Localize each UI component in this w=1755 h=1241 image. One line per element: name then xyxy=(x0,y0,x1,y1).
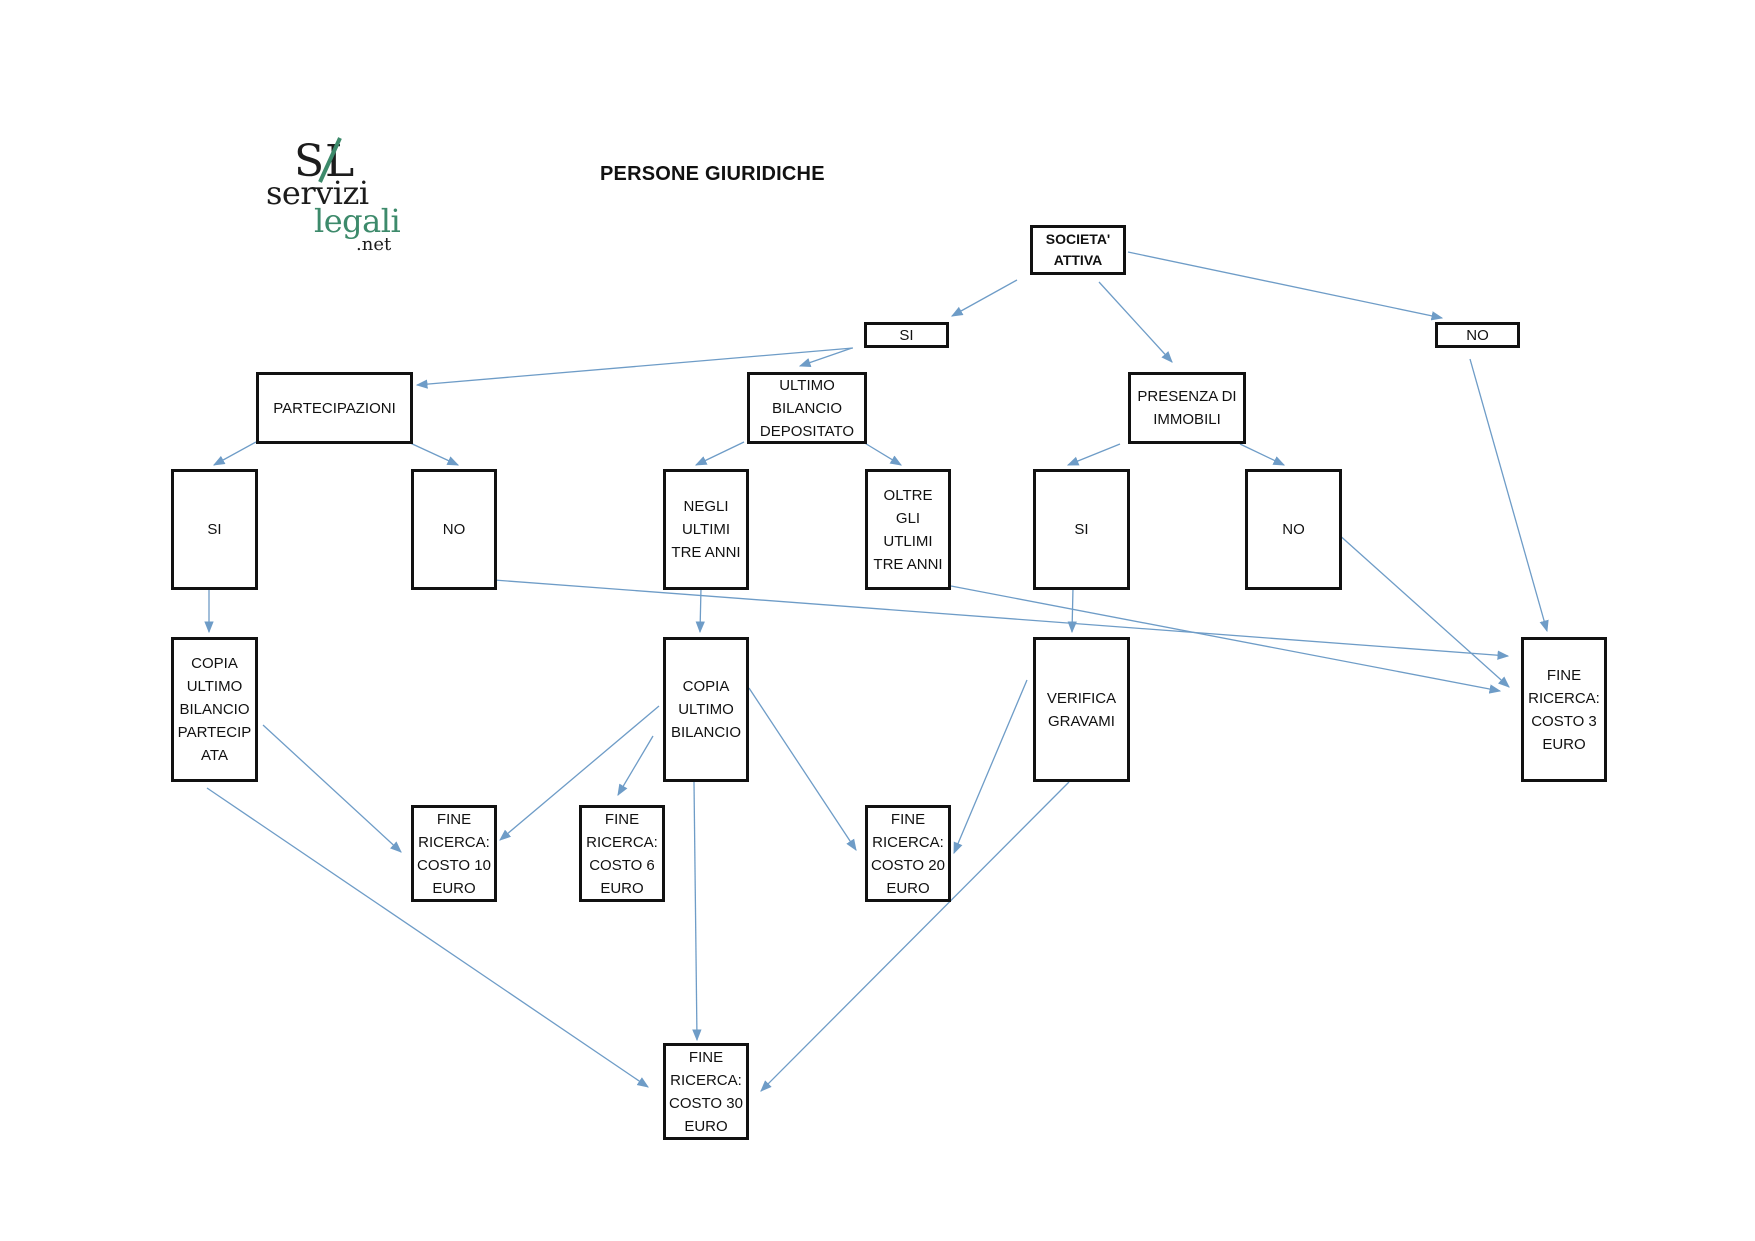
edge-bilancio-negli xyxy=(694,441,745,466)
node-copia-ultimo-bilancio: COPIA ULTIMO BILANCIO xyxy=(663,637,749,782)
edge-immobili-si xyxy=(1066,443,1121,466)
edge-partecipazioni-no xyxy=(407,441,460,466)
node-immobili-si: SI xyxy=(1033,469,1130,590)
node-fine-costo-6: FINE RICERCA: COSTO 6 EURO xyxy=(579,805,665,902)
node-verifica-gravami: VERIFICA GRAVAMI xyxy=(1033,637,1130,782)
edge-attiva-no xyxy=(1127,251,1444,321)
edge-copiapart-fine10 xyxy=(262,724,402,853)
edge-no-fine3 xyxy=(1469,358,1549,633)
page-title: PERSONE GIURIDICHE xyxy=(600,163,825,185)
node-no-top: NO xyxy=(1435,322,1520,348)
node-partecipazioni: PARTECIPAZIONI xyxy=(256,372,413,444)
edge-immsi-verifica xyxy=(1067,587,1077,634)
node-negli-ultimi: NEGLI ULTIMI TRE ANNI xyxy=(663,469,749,590)
node-presenza-immobili: PRESENZA DI IMMOBILI xyxy=(1128,372,1246,444)
node-immobili-no: NO xyxy=(1245,469,1342,590)
edge-negli-copia xyxy=(695,587,705,634)
edge-partecipazioni-si xyxy=(212,441,257,466)
edge-attiva-immobili xyxy=(1098,281,1173,363)
node-oltre-gli: OLTRE GLI UTLIMI TRE ANNI xyxy=(865,469,951,590)
node-fine-costo-3: FINE RICERCA: COSTO 3 EURO xyxy=(1521,637,1607,782)
node-fine-costo-10: FINE RICERCA: COSTO 10 EURO xyxy=(411,805,497,902)
edge-attiva-si xyxy=(950,279,1018,317)
edge-copia-fine30 xyxy=(692,781,702,1042)
logo-word-net: .net xyxy=(356,234,392,255)
logo-word-servizi: servizi xyxy=(266,174,369,212)
edge-verifica-fine20 xyxy=(953,679,1028,855)
logo: S L servizi legali .net xyxy=(262,136,422,255)
node-partecipazioni-no: NO xyxy=(411,469,497,590)
edge-immno-fine3 xyxy=(1336,532,1510,688)
logo-monogram: S L xyxy=(294,136,354,184)
node-si-top: SI xyxy=(864,322,949,348)
edge-si-bilancio xyxy=(798,347,853,367)
edge-bilancio-oltre xyxy=(862,441,903,466)
node-copia-bilancio-partecipata: COPIA ULTIMO BILANCIO PARTECIP ATA xyxy=(171,637,258,782)
logo-word-legali: legali xyxy=(314,202,401,240)
node-ultimo-bilancio: ULTIMO BILANCIO DEPOSITATO xyxy=(747,372,867,444)
edge-copia-fine20 xyxy=(748,687,857,851)
edge-partno-fine3 xyxy=(493,579,1510,660)
node-partecipazioni-si: SI xyxy=(171,469,258,590)
svg-text:S: S xyxy=(294,136,324,184)
edge-immobili-no xyxy=(1239,443,1286,466)
node-societa-attiva: SOCIETA' ATTIVA xyxy=(1030,225,1126,275)
edge-copia-fine6 xyxy=(617,735,654,797)
node-fine-costo-30: FINE RICERCA: COSTO 30 EURO xyxy=(663,1043,749,1140)
node-fine-costo-20: FINE RICERCA: COSTO 20 EURO xyxy=(865,805,951,902)
